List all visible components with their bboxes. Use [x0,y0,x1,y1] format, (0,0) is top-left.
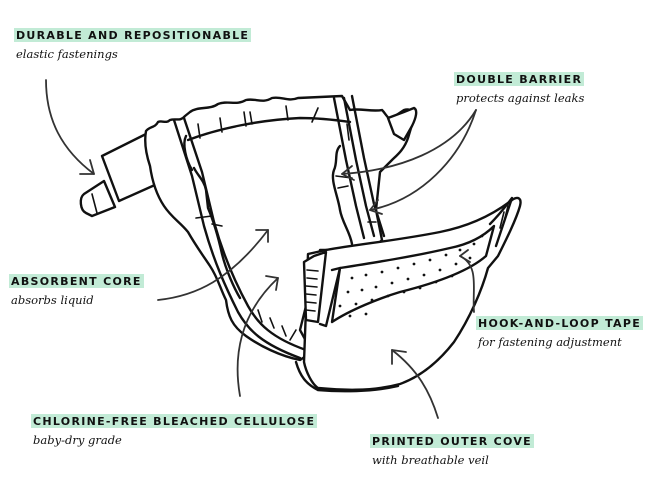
annotation-arrows [45,79,477,419]
label-chlorine-free-cellulose: CHLORINE-FREE BLEACHED CELLULOSE baby-dr… [31,412,318,447]
label-durable-repositionable: DURABLE AND REPOSITIONABLE elastic faste… [14,26,252,61]
right-waist-tab [386,106,418,142]
label-subtitle: baby-dry grade [33,433,122,447]
arrow-core-upper [157,229,269,301]
label-absorbent-core: ABSORBENT CORE absorbs liquid [9,272,144,307]
arrow-printed [391,349,439,419]
hook-loop-texture [338,234,484,318]
label-subtitle: elastic fastenings [16,47,118,61]
ruffle-ticks [197,105,319,139]
arrow-durable [45,79,95,175]
outer-cover-bottom [294,360,400,393]
label-subtitle: protects against leaks [456,91,585,105]
label-subtitle: absorbs liquid [11,293,94,307]
label-title: CHLORINE-FREE BLEACHED CELLULOSE [31,414,318,428]
label-title: DURABLE AND REPOSITIONABLE [14,28,252,42]
waistband-inner-line [186,116,352,142]
label-title: ABSORBENT CORE [9,274,144,288]
right-leg-cuff [331,94,386,246]
label-title: HOOK-AND-LOOP TAPE [476,316,644,330]
arrow-core-lower [236,277,279,397]
label-hook-and-loop-tape: HOOK-AND-LOOP TAPE for fastening adjustm… [476,314,644,349]
label-double-barrier: DOUBLE BARRIER protects against leaks [454,70,584,105]
label-printed-outer-cover: PRINTED OUTER COVE with breathable veil [370,432,534,467]
label-subtitle: with breathable veil [372,453,489,467]
label-title: PRINTED OUTER COVE [370,434,534,448]
label-title: DOUBLE BARRIER [454,72,585,86]
front-panel [302,196,522,391]
left-leg-cuff [172,116,308,360]
label-subtitle: for fastening adjustment [478,335,622,349]
arrow-double-upper [341,109,477,175]
arrow-double-lower [369,109,477,211]
